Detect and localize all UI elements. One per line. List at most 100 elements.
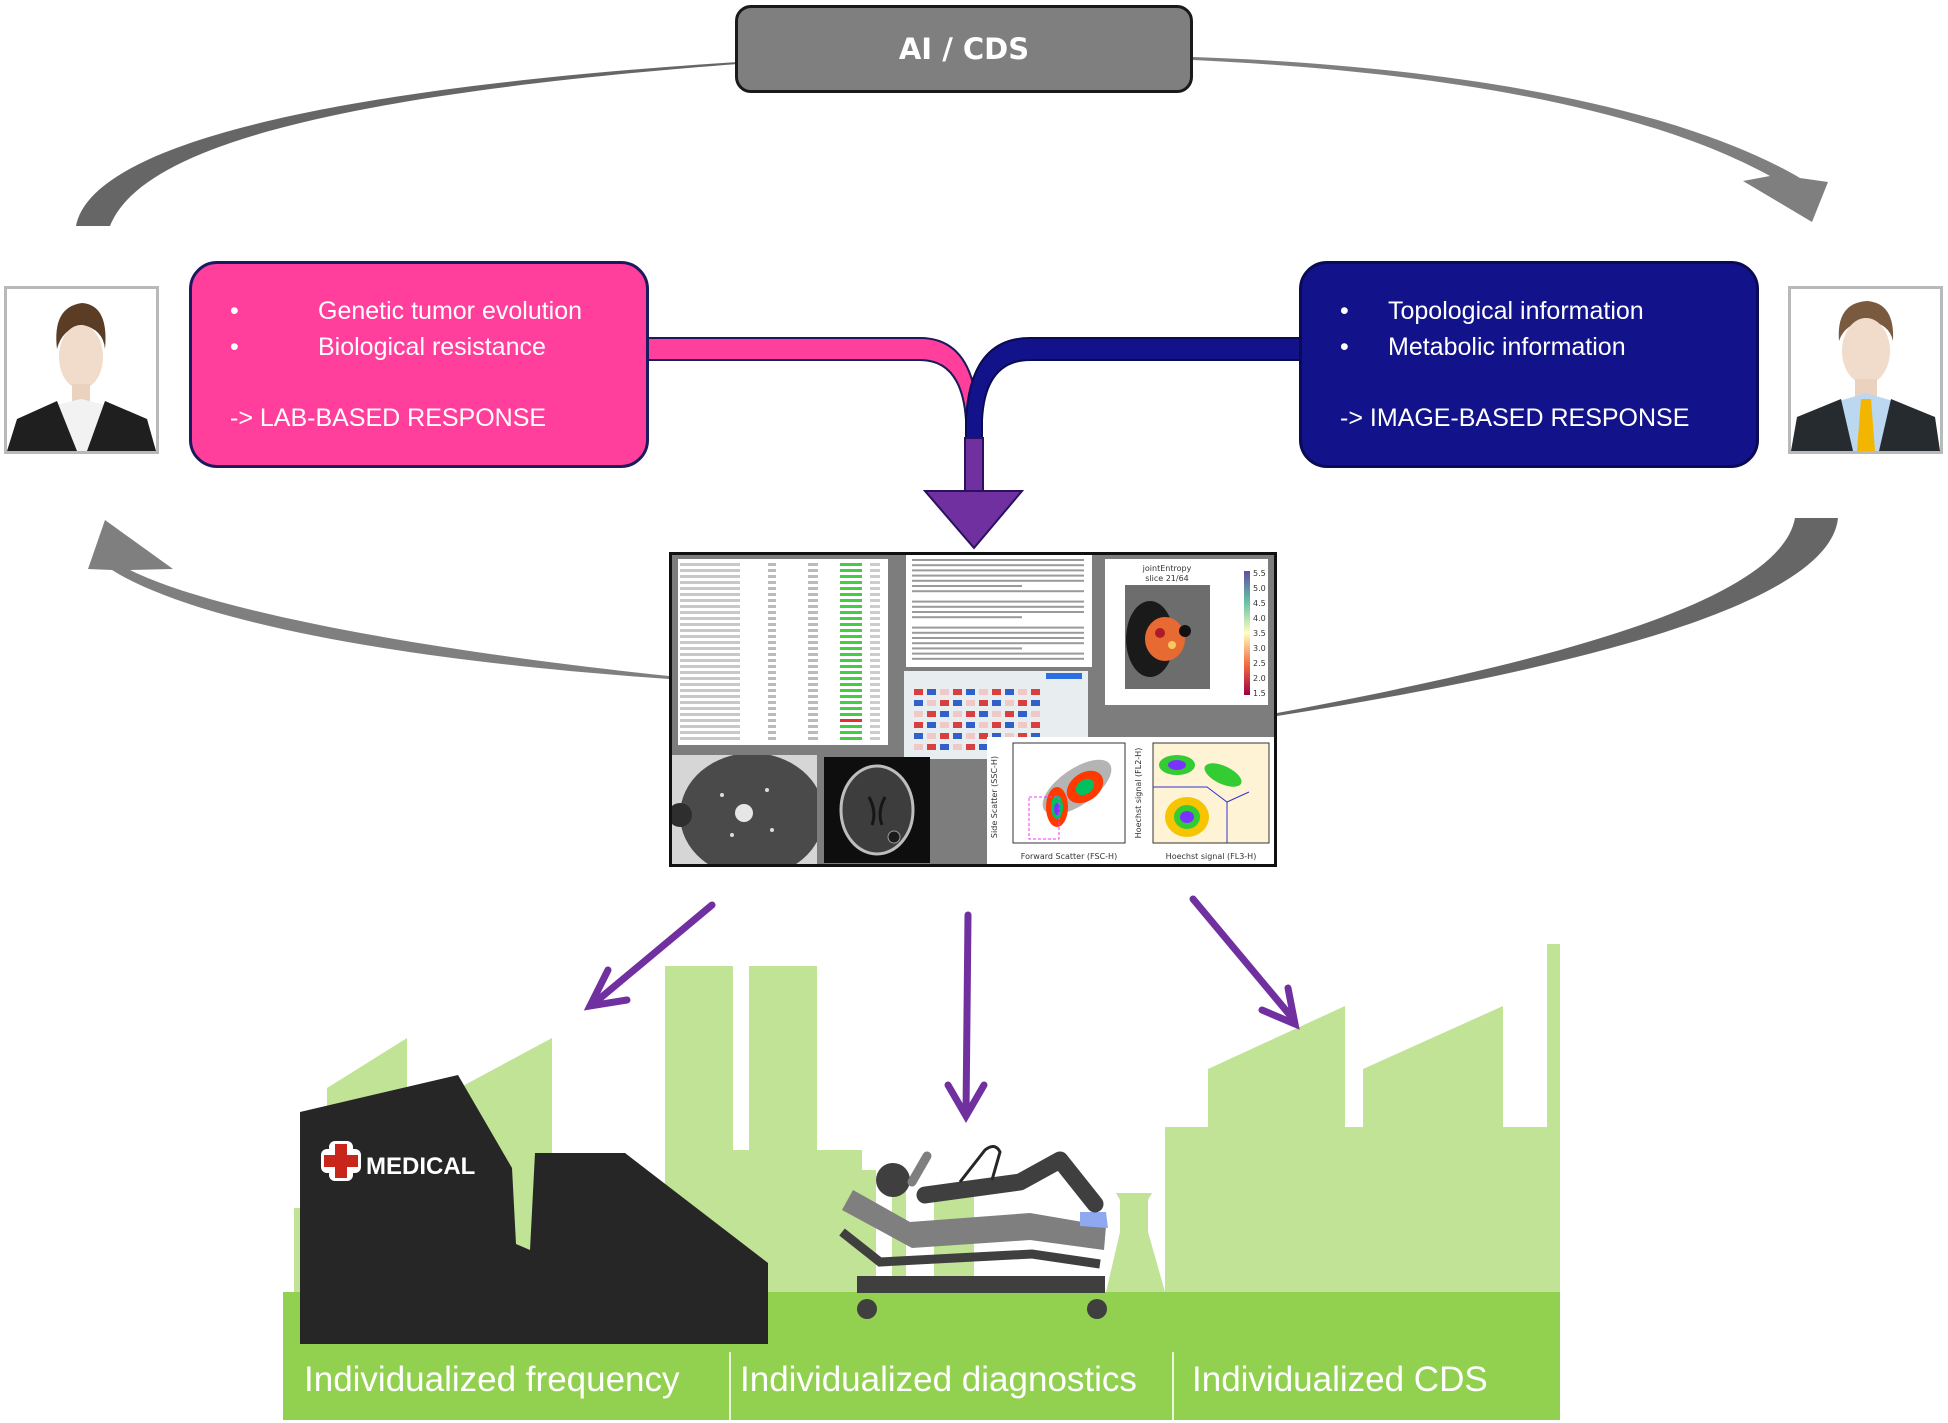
brain-mri-icon — [839, 764, 915, 856]
grid-cell — [1031, 722, 1040, 728]
grid-cell — [927, 689, 936, 695]
text-line — [912, 579, 1084, 582]
lab-table-row — [680, 575, 880, 578]
woman-icon — [7, 303, 156, 451]
colorbar-tick-label: 2.0 — [1253, 674, 1266, 683]
grid-cell — [992, 711, 1001, 717]
flow-cytometry-thumbnail: Forward Scatter (FSC-H) Side Scatter (SS… — [987, 737, 1274, 864]
grid-cell — [1018, 733, 1027, 739]
grid-cell — [953, 744, 962, 750]
lab-bullet-item: •Biological resistance — [230, 333, 546, 361]
grid-cell — [940, 744, 949, 750]
lab-table-row — [680, 581, 880, 584]
grid-cell — [979, 733, 988, 739]
bullet-icon: • — [1340, 297, 1349, 325]
grid-cell — [1005, 689, 1014, 695]
label-divider — [729, 1352, 731, 1420]
red-cross-icon — [321, 1141, 361, 1181]
lab-table-row — [680, 725, 880, 728]
colorbar-tick-label: 3.5 — [1253, 629, 1266, 638]
grid-cell — [1018, 700, 1027, 706]
lab-table-row — [680, 629, 880, 632]
lab-table-row — [680, 689, 880, 692]
colorbar — [1244, 571, 1250, 695]
lab-table-thumbnail — [678, 559, 888, 745]
lab-table-row — [680, 611, 880, 614]
grid-cell — [953, 722, 962, 728]
label-individualized-cds: Individualized CDS — [1192, 1360, 1488, 1399]
grid-cell — [1005, 722, 1014, 728]
label-individualized-frequency: Individualized frequency — [304, 1360, 680, 1399]
lab-table-row — [680, 677, 880, 680]
text-line — [912, 569, 1084, 572]
grid-cell — [940, 689, 949, 695]
entropy-title-line1: jointEntropy — [1142, 564, 1192, 573]
image-connector — [965, 337, 1302, 441]
patient-bed-icon — [839, 1145, 1108, 1319]
lab-table-row — [680, 647, 880, 650]
cycle-arc-top-left — [76, 62, 738, 226]
lab-table-row — [680, 683, 880, 686]
lab-table-row — [680, 641, 880, 644]
grid-cell — [992, 722, 1001, 728]
grid-cell — [966, 733, 975, 739]
image-response-label: -> IMAGE-BASED RESPONSE — [1340, 404, 1690, 432]
cycle-arc-top-right — [1193, 57, 1828, 222]
lab-table-row — [680, 695, 880, 698]
text-line — [912, 616, 1022, 619]
arrow-to-diagnostics — [944, 911, 988, 1123]
grid-cell — [914, 733, 923, 739]
text-line — [912, 611, 1084, 613]
grid-cell — [979, 700, 988, 706]
colorbar-tick-label: 3.0 — [1253, 644, 1266, 653]
grid-cell — [979, 711, 988, 717]
image-bullet-item: •Topological information — [1340, 297, 1644, 325]
lab-table-row — [680, 605, 880, 608]
grid-cell — [953, 689, 962, 695]
lab-table-row — [680, 737, 880, 740]
toolbar-button — [1046, 673, 1082, 679]
grid-cell — [914, 700, 923, 706]
avatar-woman — [4, 286, 159, 454]
text-line — [912, 626, 1084, 629]
arrow-to-cds — [1189, 895, 1300, 1030]
image-based-box: •Topological information •Metabolic info… — [1299, 261, 1759, 468]
lab-table-row — [680, 671, 880, 674]
grid-cell — [966, 689, 975, 695]
lab-table-row — [680, 623, 880, 626]
lab-table-row — [680, 701, 880, 704]
grid-cell — [914, 711, 923, 717]
bullet-icon: • — [230, 297, 239, 325]
grid-cell — [966, 700, 975, 706]
grid-cell — [953, 733, 962, 739]
text-line — [912, 574, 1084, 577]
text-line — [912, 600, 1084, 603]
ai-cds-node: AI / CDS — [735, 5, 1193, 93]
grid-cell — [940, 733, 949, 739]
lab-table-row — [680, 593, 880, 596]
entropy-title-line2: slice 21/64 — [1145, 574, 1189, 583]
grid-cell — [1005, 733, 1014, 739]
bullet-icon: • — [230, 333, 239, 361]
building-sign-text: MEDICAL — [366, 1153, 475, 1180]
text-line — [912, 647, 1022, 650]
report-text-icon — [912, 559, 1084, 660]
colorbar-tick-label: 2.5 — [1253, 659, 1266, 668]
grid-cell — [1018, 689, 1027, 695]
text-line — [912, 631, 1084, 634]
grid-cell — [927, 744, 936, 750]
lab-table-row — [680, 599, 880, 602]
grid-cell — [953, 700, 962, 706]
lab-table-row — [680, 659, 880, 662]
lab-connector — [645, 337, 979, 441]
cycle-arc-bottom-left — [88, 520, 669, 679]
report-text-thumbnail — [906, 555, 1092, 667]
image-bullet-item: •Metabolic information — [1340, 333, 1626, 361]
merge-arrow-shaft — [964, 437, 984, 495]
grid-cell — [966, 722, 975, 728]
ai-cds-label: AI / CDS — [898, 32, 1030, 66]
flow-cytometry-plots: Forward Scatter (FSC-H) Side Scatter (SS… — [990, 742, 1270, 861]
